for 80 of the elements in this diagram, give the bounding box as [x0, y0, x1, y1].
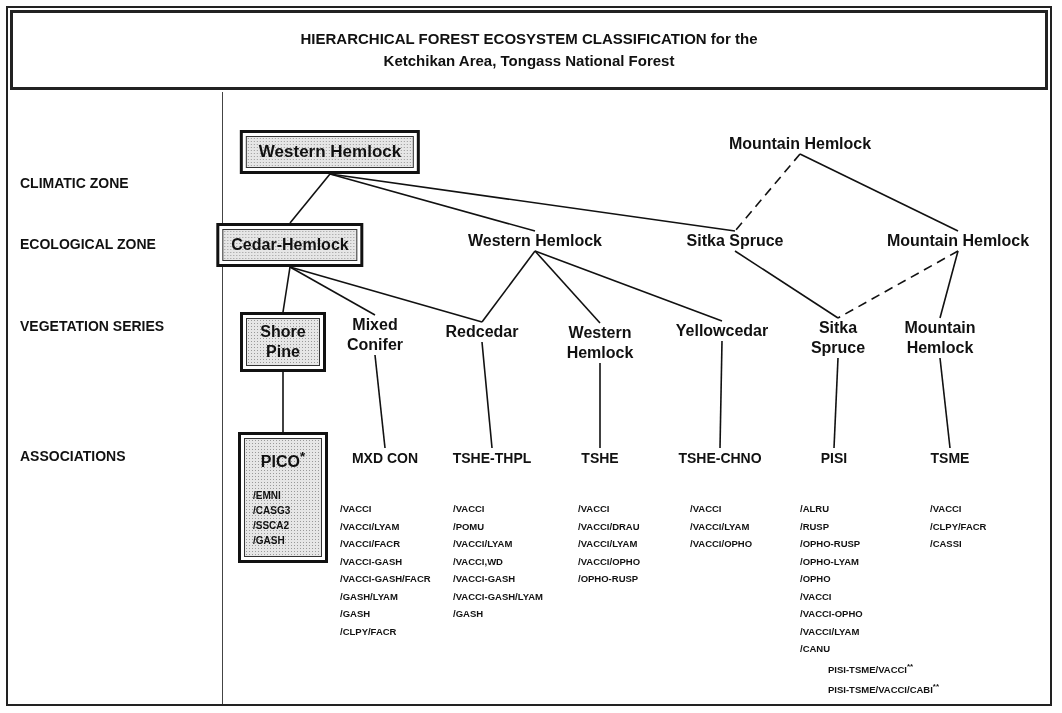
title: HIERARCHICAL FOREST ECOSYSTEM CLASSIFICATION for the Ketchikan Area, Tongass National Forest [299, 29, 759, 71]
association-code: PISI-TSME/VACCI$^{**}$ [827, 660, 915, 677]
association-code: /VACCI [340, 502, 373, 516]
connector-line [534, 250, 601, 324]
node-label: MXD CON [351, 448, 419, 468]
connector-line [939, 250, 959, 319]
boxed-node: Shore Pine [240, 312, 326, 372]
association-code: /VACCI/DRAU [578, 519, 641, 534]
association-code: /VACCI [800, 589, 833, 604]
association-code: /VACCI-GASH/LYAM [453, 589, 543, 604]
association-code: /CANU [800, 642, 832, 656]
association-code: /CLPY/FACR [930, 519, 987, 534]
connector-line [734, 250, 839, 319]
node-label: Sitka Spruce [803, 318, 873, 358]
association-code: /GASH [453, 607, 485, 621]
association-code: /VACCI/LYAM [578, 537, 639, 551]
node-label: Mountain Hemlock [728, 134, 872, 154]
association-code: /GASH/LYAM [340, 589, 399, 604]
connector-line [374, 354, 386, 449]
node-label: Yellowcedar [675, 321, 769, 341]
connector-line [719, 340, 723, 449]
connector-line [329, 173, 736, 232]
association-code: /VACCI-GASH [453, 572, 517, 586]
connector-line [282, 266, 291, 313]
association-code: /POMU [453, 519, 486, 534]
association-code: /VACCI [453, 502, 486, 516]
connector-line [599, 362, 601, 449]
association-code: /VACCI/LYAM [690, 519, 751, 534]
row-label: VEGETATION SERIES [20, 318, 166, 335]
connector-line [289, 266, 483, 323]
connector-line [289, 266, 376, 316]
connector-line [282, 371, 284, 433]
connector-line [833, 357, 839, 449]
connector-line [481, 341, 493, 449]
node-label: TSHE-CHNO [678, 448, 762, 468]
row-label: CLIMATIC ZONE [20, 175, 130, 192]
association-code: /OPHO-RUSP [578, 572, 640, 586]
node-label: TSME [930, 448, 970, 468]
association-code: /VACCI-OPHO [800, 607, 864, 621]
association-code: PISI-TSME/VACCI/CABI$^{**}$ [827, 681, 939, 698]
row-label: ECOLOGICAL ZONE [20, 236, 157, 253]
connector-line [329, 173, 536, 232]
association-code: /CASSI [930, 537, 963, 551]
association-code: /VACCI-GASH/FACR [340, 572, 431, 586]
association-code: /GASH [340, 607, 372, 621]
node-label: PISI [820, 448, 848, 468]
node-label: TSHE-THPL [452, 448, 532, 468]
association-code: /VACCI/LYAM [453, 537, 514, 551]
association-code: /VACCI [690, 502, 723, 516]
association-code: /VACCI [930, 502, 963, 516]
connector-line [481, 250, 536, 323]
association-code: /VACCI/LYAM [800, 624, 861, 639]
boxed-node: Western Hemlock [239, 130, 421, 174]
node-label: Mountain Hemlock [886, 231, 1030, 251]
node-label: Sitka Spruce [686, 231, 784, 251]
node-label: Mixed Conifer [335, 315, 415, 355]
row-label: ASSOCIATIONS [20, 448, 127, 465]
association-code: /VACCI-GASH [340, 554, 404, 569]
association-code: /OPHO [800, 572, 832, 586]
association-code: /VACCI/FACR [340, 537, 401, 551]
connector-line [799, 153, 959, 232]
node-label: Redcedar [445, 322, 519, 342]
dashed-connector [837, 250, 959, 319]
node-label: Mountain Hemlock [895, 318, 985, 358]
node-label: Western Hemlock [468, 231, 602, 251]
association-code: /VACCI,WD [453, 554, 504, 569]
association-code: /VACCI [578, 502, 611, 516]
association-code: /CLPY/FACR [340, 624, 398, 639]
connector-line [534, 250, 723, 322]
connector-line [939, 357, 951, 449]
dashed-connector [734, 153, 801, 232]
boxed-node: PICO$^{*}$ /EMNI /CASG3 /SSCA2 /GASH [238, 432, 328, 564]
association-code: /OPHO-LYAM [800, 554, 860, 569]
association-code: /VACCI/LYAM [340, 519, 401, 534]
node-label: TSHE [581, 448, 619, 468]
connector-line [289, 173, 331, 224]
node-label: Western Hemlock [560, 323, 640, 363]
association-code: /VACCI/OPHO [690, 537, 753, 551]
boxed-node: Cedar-Hemlock [216, 223, 364, 267]
association-code: /VACCI/OPHO [578, 554, 641, 569]
